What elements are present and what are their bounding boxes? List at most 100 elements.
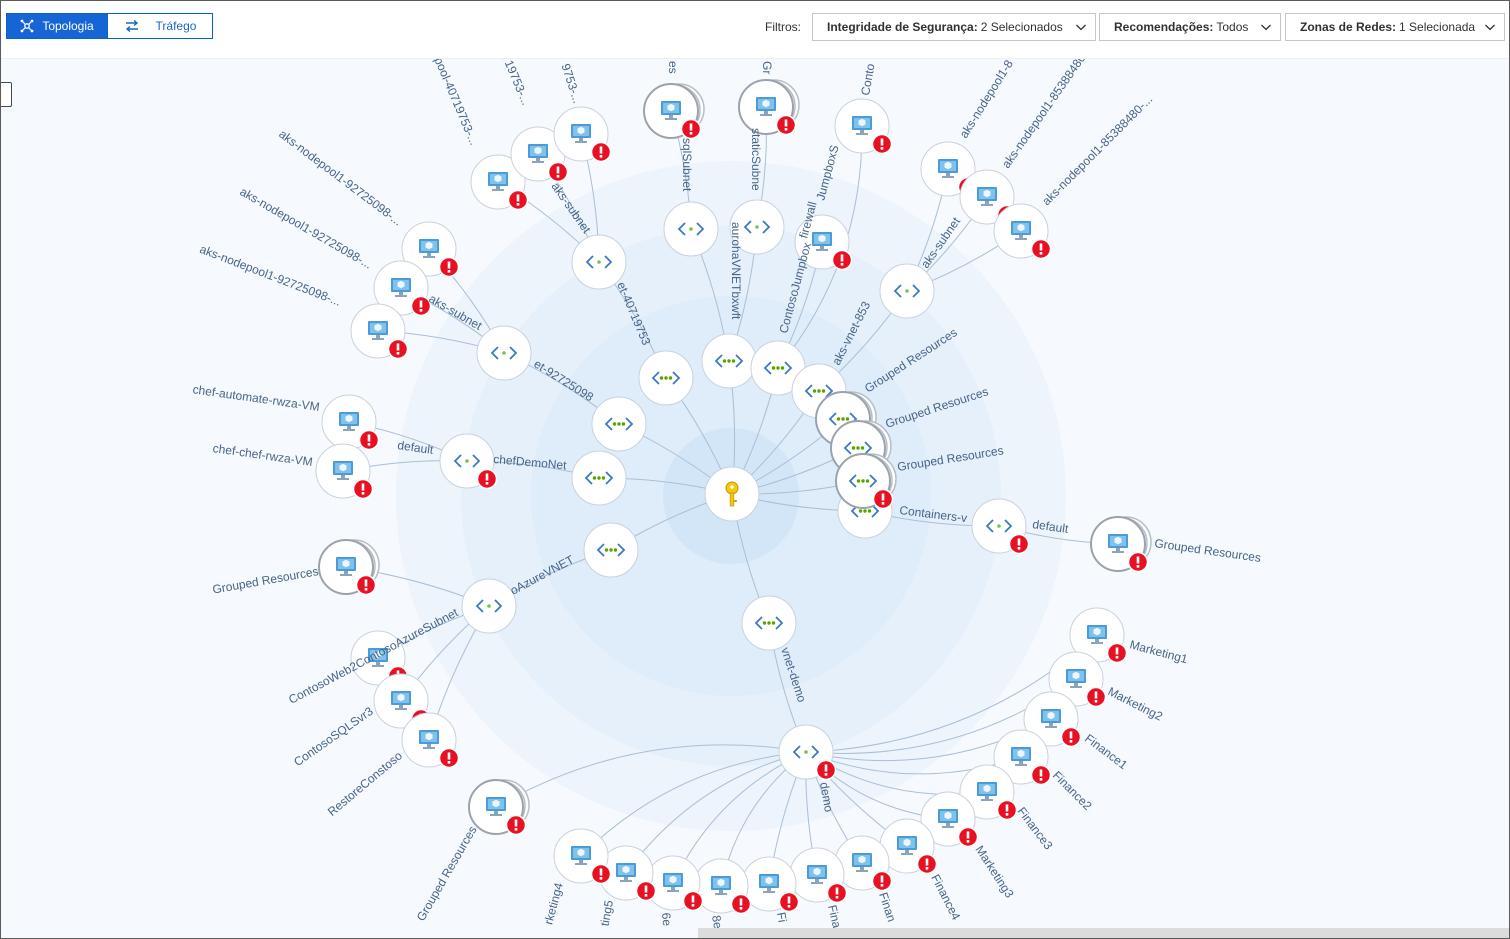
vm-node[interactable] bbox=[920, 141, 979, 198]
alert-icon bbox=[680, 118, 702, 140]
alert-icon bbox=[635, 880, 657, 902]
vm-node[interactable] bbox=[350, 303, 409, 360]
label-restore: RestoreConstoso bbox=[325, 748, 405, 819]
alert-icon bbox=[387, 338, 409, 360]
chevron-down-icon bbox=[1261, 24, 1271, 31]
vm-node[interactable] bbox=[645, 855, 704, 912]
horizontal-scrollbar[interactable] bbox=[698, 928, 1509, 938]
label-grouped-left: Grouped Resources bbox=[211, 564, 319, 596]
vm-node[interactable] bbox=[959, 169, 1018, 226]
alert-icon bbox=[507, 189, 529, 211]
subnet-node[interactable] bbox=[571, 234, 627, 290]
subnet-node[interactable] bbox=[778, 724, 837, 781]
alert-icon bbox=[872, 488, 894, 510]
vnet-node[interactable] bbox=[701, 333, 757, 389]
alert-icon bbox=[778, 891, 800, 913]
vnet-node[interactable] bbox=[583, 522, 639, 578]
vm-node[interactable] bbox=[401, 221, 460, 278]
vm-node[interactable] bbox=[470, 154, 529, 211]
vm-node[interactable] bbox=[315, 443, 374, 500]
subnet-node[interactable] bbox=[663, 201, 719, 257]
label-static-top: Gr bbox=[760, 61, 774, 74]
alert-icon bbox=[476, 468, 498, 490]
security-health-filter[interactable]: Integridade de Segurança: 2 Selecionados bbox=[812, 13, 1096, 41]
vm-node[interactable] bbox=[643, 83, 705, 140]
vm-node[interactable] bbox=[373, 673, 432, 730]
vm-node[interactable] bbox=[1023, 691, 1082, 748]
grouped-node[interactable] bbox=[468, 779, 530, 836]
alert-icon bbox=[957, 826, 979, 848]
tab-topology[interactable]: Topologia bbox=[6, 13, 108, 39]
root-key-node[interactable] bbox=[704, 466, 760, 522]
network-zones-filter[interactable]: Zonas de Redes: 1 Selecionada bbox=[1285, 13, 1505, 41]
label-nodepool-927-3: aks-nodepool1-92725098-... bbox=[198, 242, 343, 309]
vm-node[interactable] bbox=[350, 630, 409, 687]
subnet-node[interactable] bbox=[729, 199, 785, 255]
vm-node[interactable] bbox=[373, 260, 432, 317]
label-bottom-finan: Finan bbox=[876, 891, 899, 924]
label-sql-top: es bbox=[666, 61, 680, 74]
alert-icon bbox=[1127, 551, 1149, 573]
vm-node[interactable] bbox=[401, 712, 460, 769]
label-nodepool-927-2: aks-nodepool1-92725098-... bbox=[237, 184, 374, 271]
vm-node[interactable] bbox=[1048, 651, 1107, 708]
subnet-node[interactable] bbox=[476, 325, 532, 381]
label-nodepool-407-b: 40719753-... bbox=[494, 59, 533, 107]
chevron-down-icon bbox=[1076, 24, 1086, 31]
toolbar: Topologia Tráfego Filtros: Integridade d… bbox=[1, 1, 1509, 59]
alert-icon bbox=[1060, 726, 1082, 748]
label-grouped-bottom: Grouped Resources bbox=[414, 824, 480, 924]
vnet-node[interactable] bbox=[591, 396, 647, 452]
grouped-node[interactable] bbox=[1090, 516, 1152, 573]
label-web2: ContosoWeb2ContosoAzureSubnet bbox=[286, 605, 461, 707]
label-finance2: Finance2 bbox=[1050, 768, 1095, 813]
label-chef-vm-2: chef-chef-rwza-VM bbox=[212, 441, 314, 469]
alert-icon bbox=[871, 133, 893, 155]
label-default-left: default bbox=[397, 438, 435, 457]
label-chef-vm-1: chef-automate-rwza-VM bbox=[192, 382, 321, 414]
label-nodepool-407-c: 9753-... bbox=[559, 62, 585, 105]
label-finance3: Finance3 bbox=[1015, 804, 1056, 852]
topology-graph[interactable]: ntpool-40719753-... 40719753-... 9753-..… bbox=[1, 59, 1509, 928]
tab-traffic-label: Tráfego bbox=[155, 19, 197, 33]
vm-node[interactable] bbox=[553, 106, 612, 163]
vm-node[interactable] bbox=[321, 394, 380, 451]
alert-icon bbox=[815, 759, 837, 781]
label-bottom-6e: 6e bbox=[659, 912, 674, 927]
vm-node[interactable] bbox=[920, 791, 979, 848]
label-staticsubnet: staticSubne bbox=[749, 128, 763, 191]
alert-icon bbox=[505, 814, 527, 836]
vnet-node[interactable] bbox=[571, 450, 627, 506]
side-panel-handle[interactable] bbox=[1, 82, 12, 107]
vm-node[interactable] bbox=[959, 764, 1018, 821]
grouped-node[interactable] bbox=[835, 453, 897, 510]
grouped-node[interactable] bbox=[318, 539, 380, 596]
alert-icon bbox=[831, 249, 853, 271]
label-bottom-8e: 8e bbox=[709, 914, 725, 928]
filter-name: Recomendações: bbox=[1114, 20, 1214, 34]
filter-value: 2 Selecionados bbox=[980, 20, 1063, 34]
vm-node[interactable] bbox=[693, 858, 752, 915]
filter-name: Integridade de Segurança: bbox=[827, 20, 978, 34]
recommendations-filter[interactable]: Recomendações: Todos bbox=[1099, 13, 1281, 41]
alert-icon bbox=[1106, 642, 1128, 664]
vm-node[interactable] bbox=[993, 203, 1052, 260]
vm-node[interactable] bbox=[834, 98, 893, 155]
tab-traffic[interactable]: Tráfego bbox=[107, 13, 213, 39]
filter-name: Zonas de Redes: bbox=[1300, 20, 1397, 34]
vm-node[interactable] bbox=[794, 214, 853, 271]
vnet-node[interactable] bbox=[741, 595, 797, 651]
label-marketing3: Marketing3 bbox=[972, 843, 1016, 901]
alert-icon bbox=[775, 114, 797, 136]
vnet-node[interactable] bbox=[638, 350, 694, 406]
subnet-node[interactable] bbox=[879, 263, 935, 319]
vm-node[interactable] bbox=[553, 828, 612, 885]
label-sqlsubnet: sqlSubnet bbox=[680, 138, 694, 192]
label-grouped-right: Grouped Resources bbox=[1154, 536, 1262, 565]
subnet-node[interactable] bbox=[439, 433, 498, 490]
subnet-node[interactable] bbox=[461, 578, 517, 634]
label-bottom-rketing4: rketing4 bbox=[541, 881, 566, 926]
vm-node[interactable] bbox=[993, 729, 1052, 786]
subnet-node[interactable] bbox=[971, 498, 1030, 555]
vm-node[interactable] bbox=[738, 79, 800, 136]
